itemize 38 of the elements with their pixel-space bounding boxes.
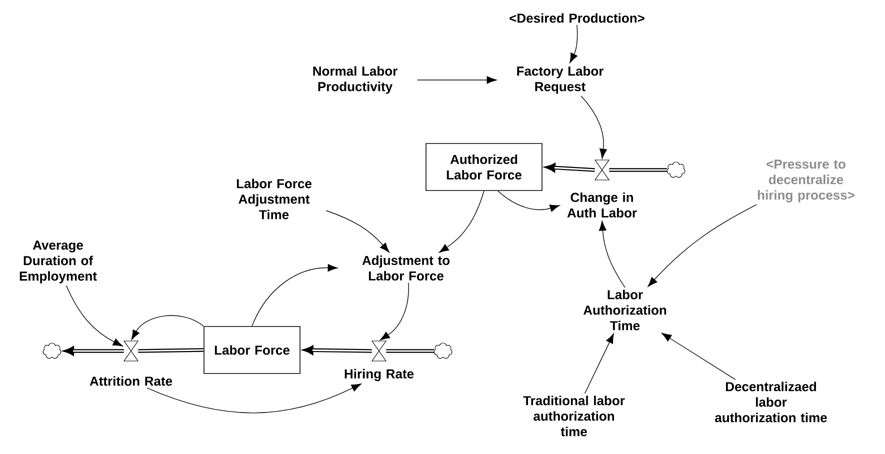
flow-pipe xyxy=(386,349,434,353)
arrow xyxy=(662,332,736,380)
arrow xyxy=(580,96,607,159)
variable-label: Normal Labor Productivity xyxy=(313,66,398,94)
cloud-icon xyxy=(434,342,452,359)
arrow xyxy=(146,384,362,414)
variable-label: Traditional labor authorization time xyxy=(523,396,625,436)
cloud-icon xyxy=(42,342,62,359)
variable-label: <Desired Production> xyxy=(510,13,644,23)
flow-pipe xyxy=(304,346,372,355)
variable-label: Factory Labor Request xyxy=(517,66,604,94)
arrow xyxy=(252,264,338,326)
variable-label: Adjustment to Labor Force xyxy=(362,255,450,281)
arrow xyxy=(380,282,409,340)
variable-label: Labor Authorization Time xyxy=(583,290,666,330)
arrow xyxy=(326,210,390,252)
arrow xyxy=(66,285,123,346)
flow-pipe xyxy=(138,348,204,353)
flow-label: Change in Auth Labor xyxy=(567,192,637,218)
arrow xyxy=(131,315,204,340)
arrow xyxy=(497,190,560,212)
stock-box: Labor Force xyxy=(204,326,300,374)
cloud-icon xyxy=(666,162,686,178)
variable-label: Labor Force Adjustment Time xyxy=(236,178,312,220)
arrow xyxy=(570,24,578,63)
stock-box: Authorized Labor Force xyxy=(426,143,542,191)
variable-label: Average Duration of Employment xyxy=(20,240,97,284)
arrow xyxy=(438,190,484,253)
arrow xyxy=(416,76,497,84)
flow-label: Hiring Rate xyxy=(344,368,414,382)
arrow xyxy=(648,204,757,287)
flow-pipe xyxy=(609,168,667,172)
variable-label: Decentralizaed labor authorization time xyxy=(715,382,827,422)
arrow xyxy=(584,333,614,394)
arrow xyxy=(598,220,626,288)
flow-pipe xyxy=(546,163,595,172)
flow-label: Attrition Rate xyxy=(90,376,172,386)
variable-label: <Pressure to decentralize hiring process> xyxy=(758,160,854,202)
